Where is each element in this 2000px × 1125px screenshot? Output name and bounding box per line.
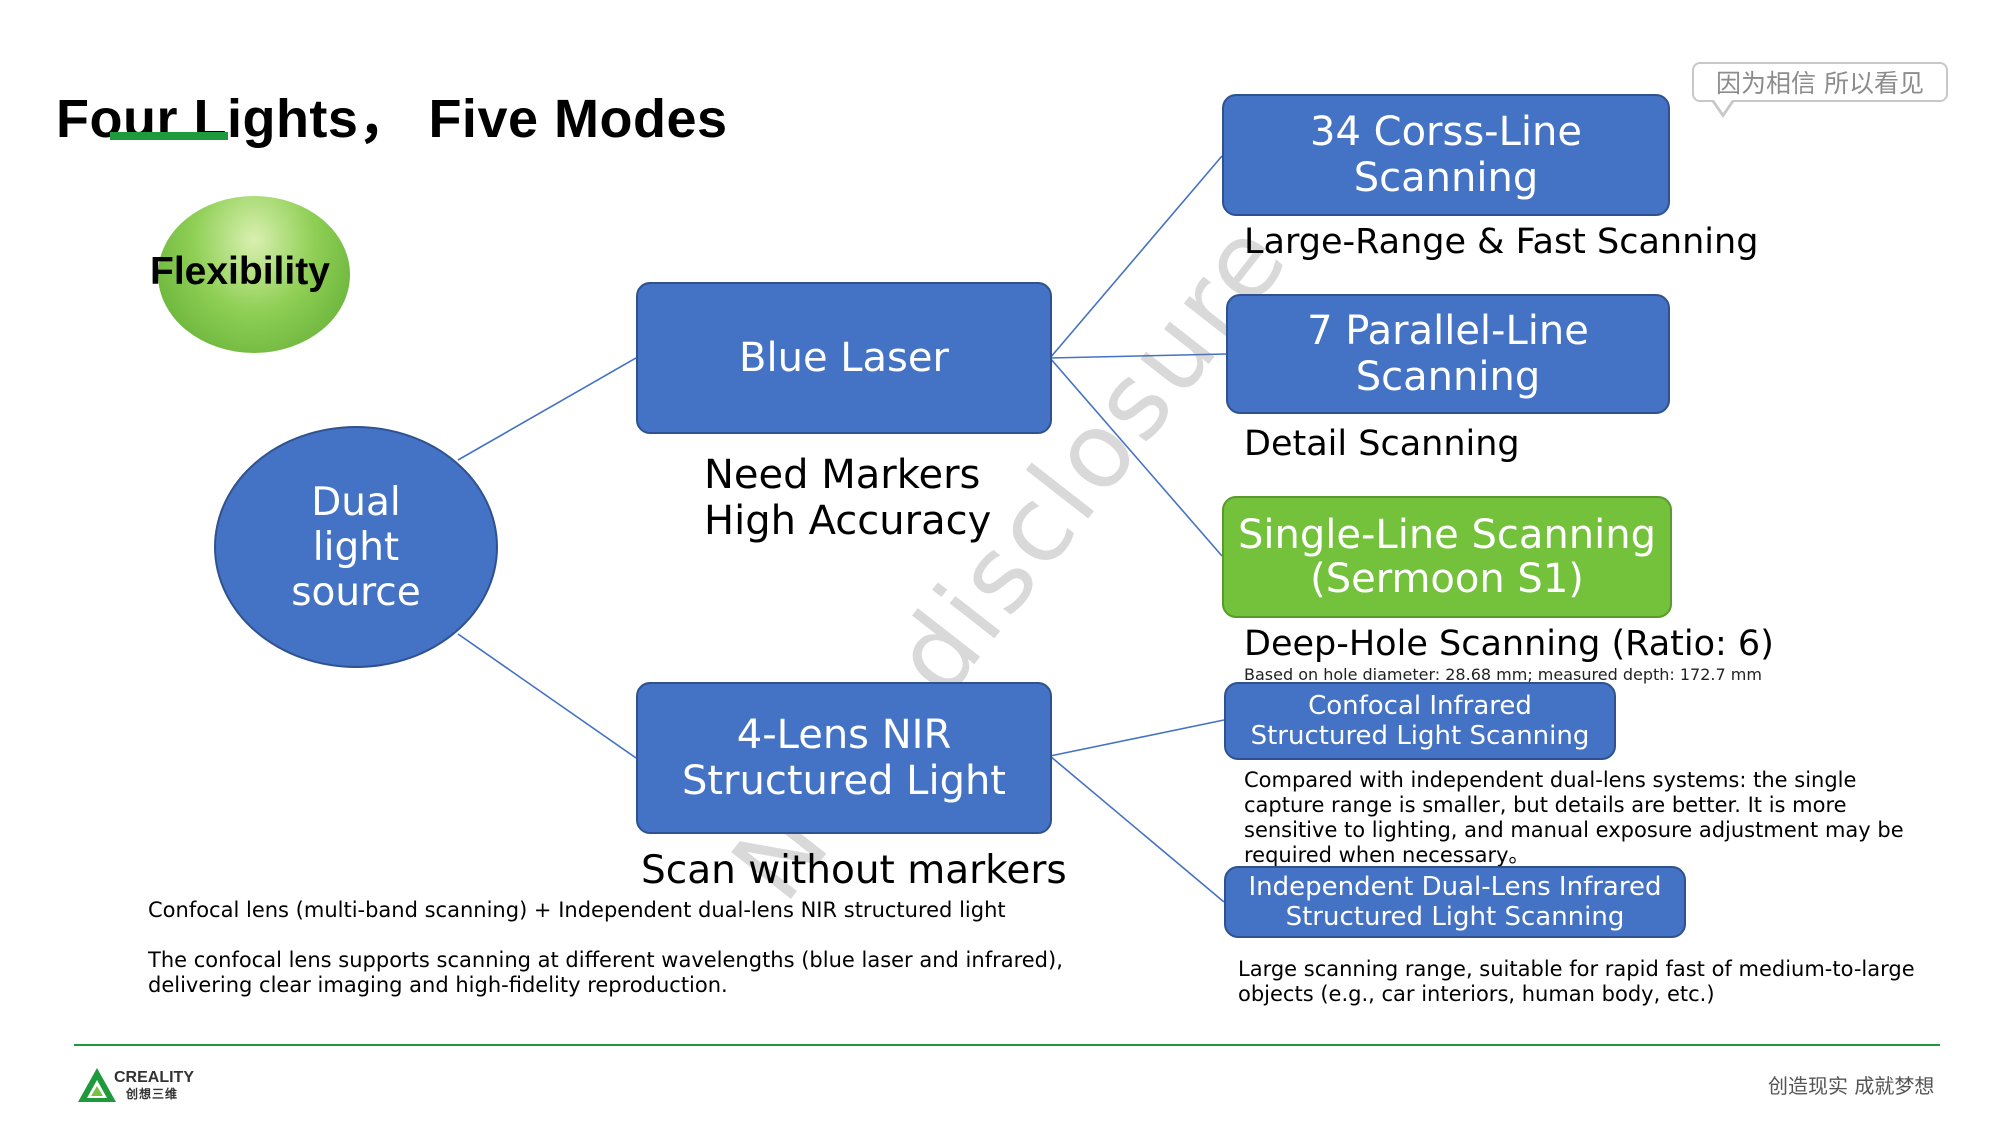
speech-bubble: 因为相信 所以看见 bbox=[1692, 62, 1948, 102]
root-node-label: Dual light source bbox=[291, 479, 421, 615]
connector-bluelaser-crossline bbox=[1049, 155, 1223, 359]
confocal-caption-line2: capture range is smaller, but details ar… bbox=[1244, 793, 1847, 817]
footer-logo-subtext: 创想三维 bbox=[126, 1087, 179, 1101]
node-parallel-line-scanning: 7 Parallel-Line Scanning bbox=[1226, 294, 1670, 414]
nir-note: Scan without markers bbox=[641, 848, 1067, 893]
root-node-dual-light-source: Dual light source bbox=[214, 426, 498, 668]
creality-logo-icon bbox=[78, 1068, 116, 1102]
confocal-caption-line3: sensitive to lighting, and manual exposu… bbox=[1244, 818, 1904, 842]
speech-bubble-tail-fill bbox=[1714, 100, 1732, 113]
nir-description-gap bbox=[148, 923, 1063, 948]
dual-lens-caption-line1: Large scanning range, suitable for rapid… bbox=[1238, 957, 1915, 981]
connector-bluelaser-singleline bbox=[1049, 357, 1223, 557]
node-dual-lens-infrared: Independent Dual-Lens Infrared Structure… bbox=[1224, 866, 1686, 938]
nir-description-line1: Confocal lens (multi-band scanning) + In… bbox=[148, 898, 1006, 922]
dual-lens-caption-line2: objects (e.g., car interiors, human body… bbox=[1238, 982, 1715, 1006]
page-title: Four Lights， Five Modes bbox=[56, 89, 728, 149]
node-nir-label-line1: 4-Lens NIR bbox=[736, 712, 952, 758]
node-blue-laser-label: Blue Laser bbox=[739, 335, 949, 381]
connector-nir-duallens bbox=[1049, 755, 1225, 903]
confocal-caption: Compared with independent dual-lens syst… bbox=[1244, 768, 1904, 868]
nir-description-line3: delivering clear imaging and high-fideli… bbox=[148, 973, 728, 997]
nir-description-line2: The confocal lens supports scanning at d… bbox=[148, 948, 1063, 972]
connector-nir-confocal bbox=[1049, 719, 1225, 757]
connector-root-bluelaser bbox=[457, 357, 637, 461]
node-dual-lens-label-line2: Structured Light Scanning bbox=[1285, 902, 1625, 932]
footer-logo-text: CREALITY 创想三维 bbox=[114, 1070, 194, 1102]
flexibility-circle bbox=[158, 196, 350, 353]
node-dual-lens-label-line1: Independent Dual-Lens Infrared bbox=[1248, 872, 1662, 902]
node-single-line-scanning: Single-Line Scanning (Sermoon S1) bbox=[1222, 496, 1672, 618]
crossline-caption: Large-Range & Fast Scanning bbox=[1244, 222, 1759, 262]
connector-bluelaser-parallel bbox=[1049, 353, 1227, 359]
blue-laser-note: Need Markers High Accuracy bbox=[704, 452, 991, 544]
single-line-subcaption: Based on hole diameter: 28.68 mm; measur… bbox=[1244, 665, 1762, 684]
parallel-line-caption: Detail Scanning bbox=[1244, 424, 1520, 464]
connector-root-nir bbox=[457, 633, 637, 759]
blue-laser-note-line1: Need Markers bbox=[704, 452, 981, 498]
node-nir-label-line2: Structured Light bbox=[681, 758, 1006, 804]
node-parallel-line-label: 7 Parallel-Line Scanning bbox=[1307, 308, 1589, 400]
flexibility-label: Flexibility bbox=[150, 250, 330, 293]
node-confocal-label-line1: Confocal Infrared bbox=[1308, 691, 1532, 721]
node-blue-laser: Blue Laser bbox=[636, 282, 1052, 434]
confocal-caption-line4: required when necessary。 bbox=[1244, 843, 1530, 867]
nir-description: Confocal lens (multi-band scanning) + In… bbox=[148, 898, 1063, 998]
node-crossline-label: 34 Corss-Line Scanning bbox=[1310, 109, 1582, 201]
title-underline bbox=[110, 132, 228, 140]
node-crossline-scanning: 34 Corss-Line Scanning bbox=[1222, 94, 1670, 216]
confocal-caption-line1: Compared with independent dual-lens syst… bbox=[1244, 768, 1857, 792]
node-confocal-label-line2: Structured Light Scanning bbox=[1250, 721, 1590, 751]
footer-divider bbox=[74, 1044, 1940, 1046]
node-confocal-infrared: Confocal Infrared Structured Light Scann… bbox=[1224, 682, 1616, 760]
blue-laser-note-line2: High Accuracy bbox=[704, 498, 992, 544]
footer-slogan: 创造现实 成就梦想 bbox=[1768, 1074, 1935, 1098]
node-single-line-label-line1: Single-Line Scanning bbox=[1238, 512, 1656, 558]
node-nir-structured-light: 4-Lens NIR Structured Light bbox=[636, 682, 1052, 834]
node-single-line-label-line2: (Sermoon S1) bbox=[1310, 556, 1584, 602]
dual-lens-caption: Large scanning range, suitable for rapid… bbox=[1238, 957, 1915, 1007]
footer-logo-name: CREALITY bbox=[114, 1069, 194, 1086]
speech-bubble-text: 因为相信 所以看见 bbox=[1716, 69, 1924, 98]
single-line-caption: Deep-Hole Scanning (Ratio: 6) bbox=[1244, 624, 1774, 664]
